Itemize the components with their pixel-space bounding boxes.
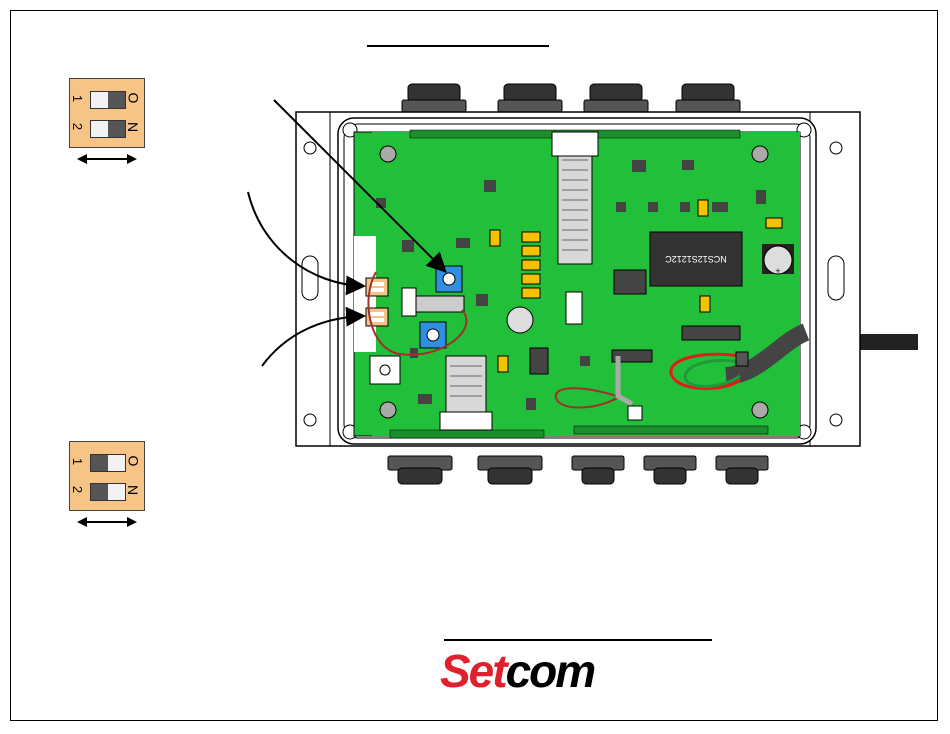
coin-cell-battery: + <box>762 244 794 276</box>
ribbon-cable-bottom <box>440 356 492 430</box>
buzzer <box>507 307 533 333</box>
bottom-cable-glands <box>388 456 768 484</box>
cable-gland <box>572 456 624 484</box>
cable-gland <box>388 456 452 484</box>
svg-text:+: + <box>775 266 780 276</box>
potentiometer-lower <box>420 322 446 348</box>
logo-part-set: Set <box>440 645 506 697</box>
logo-part-com: com <box>506 645 595 697</box>
cable-gland <box>478 456 542 484</box>
flat-cable <box>416 296 464 312</box>
chip-label: NCS12S1212C <box>665 254 727 264</box>
cable-gland <box>644 456 696 484</box>
dc-dc-converter-module: NCS12S1212C <box>650 232 742 286</box>
connector <box>402 288 416 316</box>
potentiometer-upper <box>436 266 462 292</box>
cable-gland <box>716 456 768 484</box>
ribbon-cable-top <box>552 132 598 264</box>
setcom-logo: Setcom <box>440 648 594 694</box>
